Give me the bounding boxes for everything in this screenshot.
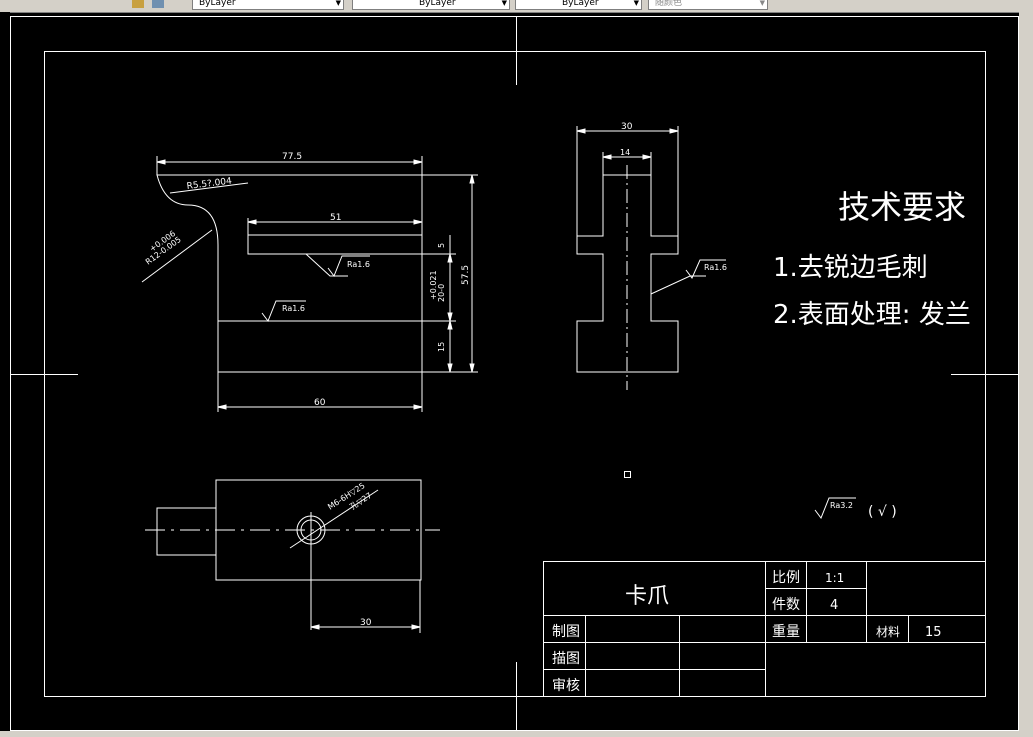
front-view-outline: [156, 174, 423, 373]
scale-label: 比例: [772, 570, 800, 586]
layer-previous-icon[interactable]: [152, 0, 164, 8]
plotstyle-combo[interactable]: 随颜色 ▼: [648, 0, 768, 10]
part-name: 卡爪: [625, 584, 669, 609]
horizontal-scrollbar[interactable]: [0, 731, 1033, 737]
linetype-combo-value: ByLayer: [419, 0, 456, 8]
roughness-side: Ra1.6: [704, 263, 727, 272]
chevron-down-icon: ▼: [633, 0, 639, 7]
roughness-general-value: Ra3.2: [830, 501, 853, 510]
lineweight-combo[interactable]: ByLayer ▼: [515, 0, 642, 10]
front-view-slot: [247, 234, 423, 255]
side-view: [576, 126, 726, 390]
chevron-down-icon: ▼: [501, 0, 507, 7]
qty-value: 4: [830, 598, 838, 613]
top-view-boss: [156, 507, 217, 556]
sheet-border: [10, 16, 1019, 731]
roughness-face: Ra1.6: [282, 304, 305, 313]
plotstyle-combo-value: 随颜色: [655, 0, 683, 8]
color-combo[interactable]: ByLayer ▼: [192, 0, 344, 10]
qty-label: 件数: [772, 597, 800, 613]
dim-center-tol: +0.021: [429, 270, 438, 300]
drawing-frame: [44, 51, 986, 697]
drawing-canvas[interactable]: 77.5 R5.5?.004 +0.006 R12-0.005 51 5 20-…: [0, 0, 1019, 731]
dim-width-top: 77.5: [282, 152, 302, 162]
linetype-combo[interactable]: ByLayer ▼: [352, 0, 510, 10]
viewport-left-edge: [0, 12, 10, 737]
material-label: 材料: [876, 625, 900, 639]
dim-slot-length: 51: [330, 213, 341, 223]
roughness-general-symbol: [814, 497, 856, 520]
drawn-label: 制图: [552, 624, 580, 640]
traced-label: 描图: [552, 651, 580, 667]
dim-width-inner: 14: [620, 148, 630, 157]
chevron-down-icon: ▼: [759, 0, 765, 7]
dim-slot-height: 5: [437, 243, 446, 248]
chevron-down-icon: ▼: [335, 0, 341, 7]
snap-marker: [624, 471, 631, 478]
weight-label: 重量: [772, 624, 800, 640]
tech-requirements-title: 技术要求: [838, 188, 966, 226]
dim-total-height: 57.5: [461, 265, 471, 285]
color-combo-value: ByLayer: [199, 0, 236, 8]
lineweight-combo-value: ByLayer: [562, 0, 599, 8]
properties-toolbar: ByLayer ▼ ByLayer ▼ ByLayer ▼ 随颜色 ▼: [0, 0, 1033, 13]
roughness-general-paren: ( √ ): [868, 504, 897, 520]
roughness-slot: Ra1.6: [347, 260, 370, 269]
dim-radius-small: R5.5?.004: [186, 176, 233, 191]
tech-requirement-1: 1.去锐边毛刺: [773, 253, 928, 283]
dim-center-height: 20-0: [437, 284, 446, 302]
layer-state-icon[interactable]: [132, 0, 144, 8]
scale-value: 1:1: [825, 571, 844, 585]
dim-width-bottom: 60: [314, 398, 326, 408]
front-view: [141, 156, 478, 412]
material-value: 15: [925, 625, 942, 640]
checked-label: 审核: [552, 678, 580, 694]
side-view-outline: [576, 174, 679, 373]
dim-width-outer: 30: [621, 122, 633, 132]
vertical-scrollbar[interactable]: [1019, 12, 1033, 737]
top-view: [145, 479, 440, 633]
tech-requirement-2: 2.表面处理: 发兰: [773, 300, 971, 330]
dim-hole-pos: 30: [360, 618, 372, 628]
title-block: [543, 561, 986, 697]
dim-bottom-height: 15: [437, 342, 446, 352]
